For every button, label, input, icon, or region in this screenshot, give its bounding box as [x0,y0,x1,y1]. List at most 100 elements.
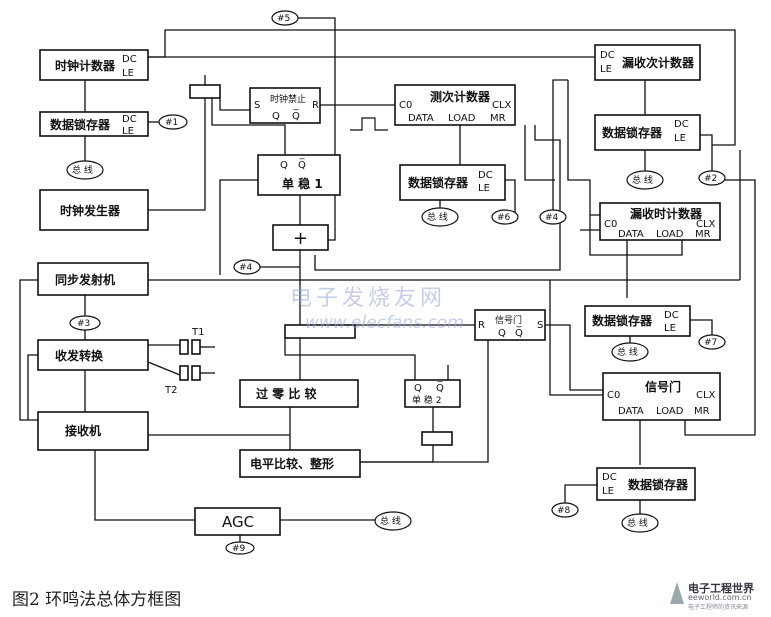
bus-5: 总 线 [621,513,659,533]
signal-gate-counter-data: DATA [618,406,644,417]
tag-5: #5 [271,10,299,26]
tag-7: #7 [698,334,726,350]
bus-3-label: 总 线 [632,174,653,186]
transducer-t2: T2 [164,365,215,396]
signal-gate-counter-mr: MR [694,406,710,417]
test-count-counter-data: DATA [408,113,434,124]
tag-4b: #4 [233,259,261,275]
leak-clock-counter-load: LOAD [656,229,684,240]
data-latch-2-block: 数据锁存器 DC LE [399,164,506,201]
signal-gate-ff-r: R [478,320,485,331]
monostable-2-label: 单 稳 2 [412,394,441,406]
signal-gate-ff-s: S [537,320,543,331]
monostable-1-q: Q [280,160,288,171]
leak-clock-counter-label: 漏收时计数器 [630,206,703,221]
gate-box-mid [284,324,356,339]
leak-clock-counter-data: DATA [618,229,644,240]
wires [19,17,756,545]
monostable-2-block: Q Q̅ 单 稳 2 [404,379,461,408]
receiver-block: 接收机 [37,411,149,451]
clock-counter-le: LE [122,68,134,79]
data-latch-1-le: LE [122,126,134,137]
logo-sub: 电子工程师的资讯来源 [688,604,749,611]
tag-9: #9 [225,541,255,555]
clock-gate-label: 时钟禁止 [270,93,306,105]
zero-cross-block: 过 零 比 较 [239,379,359,408]
signal-gate-ff-qbar: Q̅ [515,326,523,339]
bus-1: 总 线 [66,160,104,180]
agc-block: AGC [194,507,281,536]
transducer-t1-label: T1 [191,327,204,338]
eeworld-logo: 电子工程世界 eeworld.com.cn 电子工程师的资讯来源 [670,580,766,611]
test-count-counter-clx: CLX [492,100,512,111]
bus-4-label: 总 线 [617,346,638,358]
bus-4: 总 线 [611,342,649,362]
gate-box-top [189,84,221,99]
clock-counter-block: 时钟计数器 DC LE [39,49,149,81]
signal-gate-counter-block: 信号门 C0 CLX DATA LOAD MR [602,372,721,421]
tag-9-label: #9 [232,544,246,554]
gate-box-low [421,431,453,446]
leak-clock-counter-block: 漏收时计数器 C0 CLX DATA LOAD MR [599,202,721,241]
clock-gen-label: 时钟发生器 [60,203,121,218]
leak-count-counter-dc: DC [600,50,615,61]
clock-gate-r: R [312,100,319,111]
data-latch-2-label: 数据锁存器 [408,175,469,190]
bus-agc-label: 总 线 [380,515,401,527]
data-latch-1-block: 数据锁存器 DC LE [39,111,149,137]
data-latch-5-dc: DC [602,472,617,483]
data-latch-5-le: LE [602,486,614,497]
tag-1: #1 [148,114,188,130]
data-latch-5-label: 数据锁存器 [628,477,689,492]
level-compare-block: 电平比较、整形 [239,449,361,478]
sync-tx-label: 同步发射机 [55,272,115,287]
watermark-url: www.elecfans.com [305,313,464,333]
tag-2: #2 [698,170,726,186]
leak-clock-counter-clx: CLX [696,219,716,230]
leak-clock-counter-co: C0 [604,219,617,230]
signal-gate-counter-co: C0 [607,390,620,401]
clock-gate-block: 时钟禁止 S R Q Q̅ [249,87,321,124]
data-latch-1-label: 数据锁存器 [50,117,111,132]
sync-tx-block: 同步发射机 [37,262,149,296]
tag-8: #8 [551,502,579,518]
signal-gate-counter-label: 信号门 [645,379,681,394]
signal-gate-ff-q: Q [498,328,506,339]
leak-count-counter-le: LE [600,64,612,75]
adder-block: + [272,224,329,251]
test-count-counter-co: C0 [399,100,412,111]
transceiver-switch-label: 收发转换 [55,348,104,363]
bus-2-label: 总 线 [427,211,448,223]
test-count-counter-block: 测次计数器 C0 CLX DATA LOAD MR [394,84,516,126]
data-latch-5-block: DC LE 数据锁存器 [596,467,696,501]
logo-text: 电子工程世界 [688,582,754,595]
transducer-t2-label: T2 [164,385,177,396]
signal-gate-counter-load: LOAD [656,406,684,417]
agc-label: AGC [222,513,254,531]
tag-3-label: #3 [77,319,90,329]
tag-5-label: #5 [277,14,290,24]
test-count-counter-mr: MR [490,113,506,124]
tag-4: #4 [539,209,567,225]
monostable-1-block: Q Q̅ 单 稳 1 [257,154,341,196]
signal-gate-ff-block: R S 信号门 Q Q̅ [474,309,546,341]
bus-3: 总 线 [626,170,664,190]
leak-count-counter-block: DC LE 漏收次计数器 [594,44,701,81]
signal-gate-counter-clx: CLX [696,390,716,401]
monostable-1-label: 单 稳 1 [282,176,323,191]
bus-1-label: 总 线 [72,164,93,176]
tag-4-label: #4 [545,213,559,223]
data-latch-2-le: LE [478,183,490,194]
monostable-1-qbar: Q̅ [298,158,306,171]
receiver-label: 接收机 [65,423,101,438]
clock-counter-dc: DC [122,54,137,65]
tag-8-label: #8 [557,506,571,516]
test-count-counter-load: LOAD [448,113,476,124]
tag-4b-label: #4 [239,263,253,273]
clock-counter-label: 时钟计数器 [55,58,116,73]
clock-gate-qbar: Q̅ [292,109,300,122]
data-latch-3-block: 数据锁存器 DC LE [594,114,701,151]
bus-agc: 总 线 [374,511,412,531]
clock-gate-s: S [254,100,260,111]
data-latch-1-dc: DC [122,114,137,125]
